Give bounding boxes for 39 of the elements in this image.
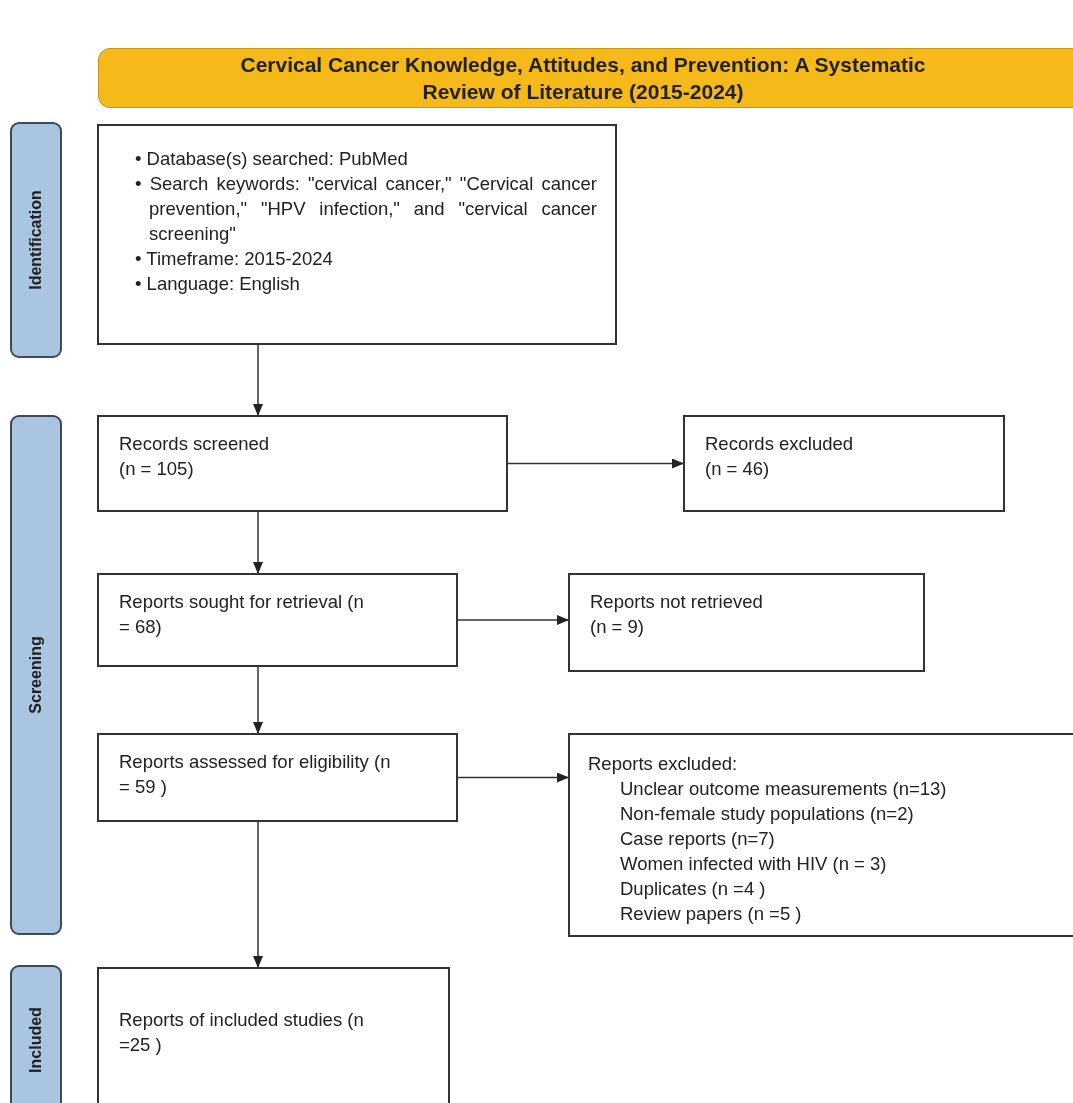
box-text: Records excluded (n = 46): [705, 432, 855, 481]
list-item: • Database(s) searched: PubMed: [135, 147, 409, 171]
process-box: [97, 573, 458, 667]
arrow: [253, 511, 263, 574]
process-box: [97, 415, 508, 512]
phase-band: [10, 415, 62, 935]
box-text: Reports not retrieved (n = 9): [590, 590, 764, 639]
list-item: Duplicates (n =4 ): [619, 877, 767, 901]
list-item: • Search keywords: "cervical cancer," "Cervical cancer prevention," "HPV infection," and "cervical cancer screening": [135, 172, 597, 246]
process-box: [568, 733, 1073, 937]
list-item: Review papers (n =5 ): [619, 902, 803, 926]
arrow: [507, 458, 684, 469]
process-box: [683, 415, 1005, 512]
list-item: Women infected with HIV (n = 3): [619, 852, 888, 876]
arrow: [457, 615, 569, 625]
arrow: [253, 821, 263, 968]
box-text: Reports assessed for eligibility (n = 59 ): [119, 750, 392, 799]
box-text: Reports sought for retrieval (n = 68): [119, 590, 364, 639]
process-box: [97, 733, 458, 822]
process-box: [568, 573, 925, 672]
arrow: [253, 344, 263, 416]
process-box: [97, 967, 450, 1103]
box-text: Records screened (n = 105): [119, 432, 271, 481]
phase-label: Screening: [27, 636, 45, 714]
phase-label: Included: [27, 1007, 45, 1073]
title-banner: Cervical Cancer Knowledge, Attitudes, and Prevention: A Systematic Review of Literature (2015-2024): [98, 48, 1073, 108]
box-heading: Reports excluded:: [588, 752, 739, 776]
box-text: Reports of included studies (n =25 ): [119, 1008, 364, 1057]
list-item: • Language: English: [135, 272, 301, 296]
list-item: • Timeframe: 2015-2024: [135, 247, 334, 271]
phase-band: [10, 965, 62, 1103]
arrow: [253, 666, 263, 734]
process-box: [97, 124, 617, 345]
list-item: Non-female study populations (n=2): [619, 802, 915, 826]
arrow: [457, 772, 569, 783]
phase-band: [10, 122, 62, 358]
list-item: Case reports (n=7): [619, 827, 776, 851]
phase-label: Identification: [27, 190, 45, 290]
list-item: Unclear outcome measurements (n=13): [619, 777, 948, 801]
